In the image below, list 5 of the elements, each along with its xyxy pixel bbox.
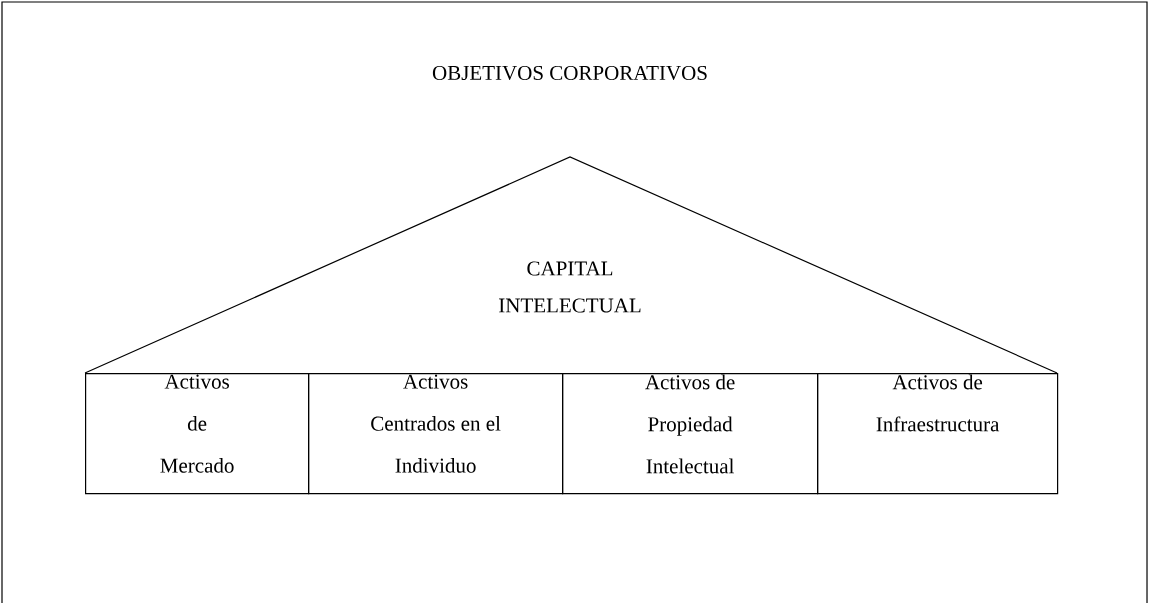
title: OBJETIVOS CORPORATIVOS bbox=[432, 65, 707, 81]
asset-box: Activos de Propiedad Intelectual bbox=[562, 373, 819, 495]
asset-box: Activos de Infraestructura bbox=[817, 373, 1059, 495]
asset-box: Activos Centrados en el Individuo bbox=[308, 373, 564, 495]
asset-box: Activos de Mercado bbox=[85, 373, 310, 495]
